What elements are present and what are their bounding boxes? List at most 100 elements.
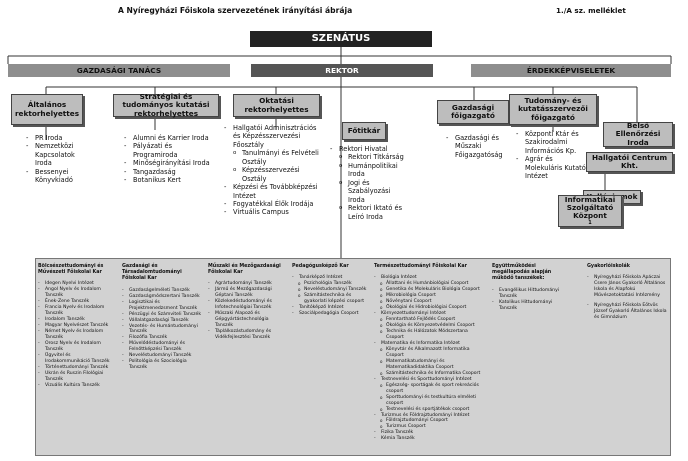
faculty-heading: Gyakorlóiskolák [587, 264, 630, 269]
faculty-column-teacher-training: Pedagógusképző Kar Tanárképző Intézet Ps… [292, 264, 368, 317]
list-item: Táplálkozástudomány és Vidékfejlesztési … [208, 329, 288, 341]
list-subitem: Növénytani Csoport [374, 299, 484, 305]
educational-vice-rector-box: Oktatási rektorhelyettes [233, 94, 320, 117]
list-item: Orosz Nyelv és Irodalom Tanszék [38, 341, 114, 353]
list-item: Vizuális Kultúra Tanszék [38, 383, 114, 389]
list-subitem: Mikrobiológia Csoport [374, 293, 484, 299]
senate-box: SZENÁTUS [250, 31, 432, 47]
faculty-column-humanities: Bölcsészettudományi és Művészeti Főiskol… [38, 264, 114, 389]
list-item: Környezettudományi Intézet [374, 311, 484, 317]
list-subitem: Technika és Hálózatok Módszertana Csopor… [374, 329, 484, 341]
list-item: Pénzügyi és Számviteli Tanszék [122, 312, 202, 318]
list-subitem: Pszichológia Tanszék [292, 281, 368, 287]
internal-audit-box: Belső Ellenőrzési Iroda [603, 121, 673, 147]
list-item: Tanárképző Intézet [292, 275, 368, 281]
faculty-column-economics: Gazdasági és Társadalomtudományi Főiskol… [122, 264, 202, 371]
science-units: Biológia IntézetÁllattani és Humánbiológ… [374, 275, 484, 442]
list-item: Tanítóképző Intézet [292, 305, 368, 311]
list-item: Vállalatgazdasági Tanszék [122, 318, 202, 324]
list-item: Fizika Tanszék [374, 430, 484, 436]
it-service-center-label: Informatikai Szolgáltató Központ [564, 194, 616, 221]
list-item: Agrár és Molekuláris Kutató Intézet [516, 155, 588, 180]
rector-bar: REKTOR [251, 64, 433, 77]
list-subitem: Rektori Iktató és Leíró Iroda [330, 204, 408, 221]
list-item: Kémia Tanszék [374, 436, 484, 442]
list-subitem: Rektori Titkárság [330, 153, 408, 161]
list-item: Botanikus Kert [124, 176, 210, 185]
list-item: Neveléstudományi Tanszék [122, 353, 202, 359]
list-item: Filozófia Tanszék [122, 335, 202, 341]
faculty-column-sciences: Természettudományi Főiskolai Kar Biológi… [374, 264, 484, 442]
list-item: Rektori Hivatal [330, 145, 408, 154]
list-item: Vezetés- és Humántudományi Tanszék [122, 324, 202, 336]
footnote-marker: 1 [588, 219, 592, 226]
list-subitem: Testnevelési és sportjátékok csoport [374, 407, 484, 413]
list-subitem: Számítástechnika és Informatika Csoport [374, 371, 484, 377]
list-subitem: Könyvtár és Alkalmazott Informatika Csop… [374, 347, 484, 359]
list-item: Katolikus Hittudományi Tanszék [492, 300, 568, 312]
document-title: A Nyíregyházi Főiskola szervezetének irá… [118, 6, 353, 15]
science-units-list: Központi Ktár és Szakirodalmi Információ… [516, 130, 588, 181]
faculty-heading: Természettudományi Főiskolai Kar [374, 264, 467, 269]
list-item: Matematika és Informatika Intézet [374, 341, 484, 347]
list-item: Testnevelési és Sporttudományi Intézet [374, 377, 484, 383]
educational-units-list: Hallgatói Adminisztrációs és Képzésszerv… [224, 124, 320, 217]
list-subitem: Genetika és Molekuláris Biológia Csoport [374, 287, 484, 293]
list-item: Biológia Intézet [374, 275, 484, 281]
list-subitem: Fenntartható Fejlődés Csoport [374, 317, 484, 323]
list-subitem: Számítástechnika és gyakorlati képzési c… [292, 293, 368, 305]
economic-units-list: Gazdasági és Műszaki Főigazgatóság [446, 134, 520, 159]
list-item: Irodalom Tanszék [38, 317, 114, 323]
list-item: Ének-Zene Tanszék [38, 299, 114, 305]
list-item: Turizmus és Földrajztudományi Intézet [374, 413, 484, 419]
student-center-box: Hallgatói Centrum Kht. [586, 152, 673, 172]
list-item: Idegen Nyelvi Intézet [38, 281, 114, 287]
list-subitem: Képzésszervezési Osztály [224, 166, 320, 183]
secretary-units-list: Rektori Hivatal Rektori Titkárság Humánp… [330, 145, 408, 221]
economic-council-bar: GAZDASÁGI TANÁCS [8, 64, 230, 77]
list-item: Képzési és Továbbképzési Intézet [224, 183, 320, 200]
list-subitem: Sporttudományi és testkultúra elméleti c… [374, 395, 484, 407]
list-subitem: Ökológia és Környezetvédelmi Csoport [374, 323, 484, 329]
list-item: Alumni és Karrier Iroda [124, 134, 210, 143]
list-item: Evangélikus Hittudományi Tanszék [492, 288, 568, 300]
list-item: Logisztikai és Projektmenedzsment Tanszé… [122, 300, 202, 312]
list-subitem: Állattani és Humánbiológiai Csoport [374, 281, 484, 287]
list-item: Nyíregyházi Főiskola Eötvös József Gyako… [587, 303, 667, 321]
general-vice-rector-box: Általános rektorhelyettes [11, 94, 83, 125]
list-item: Gazdaságmódszertani Tanszék [122, 294, 202, 300]
list-item: Nemzetközi Kapcsolatok Iroda [26, 142, 86, 167]
list-item: Gazdasági és Műszaki Főigazgatóság [446, 134, 520, 159]
faculty-column-cooperating: Együttműködési megállapodás alapján műkö… [492, 264, 568, 312]
list-item: Tangazdaság [124, 168, 210, 177]
list-subitem: Egészség- sportágak és sport rekreációs … [374, 383, 484, 395]
strategic-vice-rector-box: Stratégiai és tudományos kutatási rektor… [113, 92, 219, 117]
strategic-units-list: Alumni és Karrier Iroda Pályázati és Pro… [124, 134, 210, 185]
representation-bar: ÉRDEKKÉPVISELETEK [471, 64, 671, 77]
list-item: Virtuális Campus [224, 208, 320, 217]
list-subitem: Tanulmányi és Felvételi Osztály [224, 149, 320, 166]
list-item: Politológia és Szociológia Tanszék [122, 359, 202, 371]
list-subitem: Humánpolitikai Iroda [330, 162, 408, 179]
list-subitem: Neveléstudományi Tanszék [292, 287, 368, 293]
list-item: Ügyvitel és Irodakommunikáció Tanszék [38, 353, 114, 365]
list-item: PR Iroda [26, 134, 86, 143]
list-item: Műszaki Alapozó és Gépgyártástechnológia… [208, 311, 288, 329]
list-item: Pályázati és Programiroda [124, 142, 210, 159]
economic-director-box: Gazdasági főigazgató [437, 100, 509, 124]
list-item: Angol Nyelv és Irodalom Tanszék [38, 287, 114, 299]
list-item: Központi Ktár és Szakirodalmi Információ… [516, 130, 588, 155]
list-item: Nyíregyházi Főiskola Apáczai Csere János… [587, 275, 667, 299]
faculty-heading: Műszaki és Mezőgazdasági Főiskolai Kar [208, 264, 281, 276]
list-subitem: Turizmus Csoport [374, 424, 484, 430]
science-director-box: Tudomány- és kutatásszervezői főigazgató [509, 94, 597, 125]
annex-label: 1./A sz. melléklet [556, 6, 626, 15]
faculty-heading: Pedagógusképző Kar [292, 264, 349, 269]
faculty-heading: Gazdasági és Társadalomtudományi Főiskol… [122, 264, 182, 282]
list-item: Szociálpedagógia Csoport [292, 311, 368, 317]
faculty-column-practice-schools: Gyakorlóiskolák Nyíregyházi Főiskola Apá… [587, 264, 667, 321]
list-item: Magyar Nyelvészet Tanszék [38, 323, 114, 329]
faculty-column-engineering: Műszaki és Mezőgazdasági Főiskolai Kar A… [208, 264, 288, 341]
list-item: Közlekedéstudományi és Infotechnológiai … [208, 299, 288, 311]
